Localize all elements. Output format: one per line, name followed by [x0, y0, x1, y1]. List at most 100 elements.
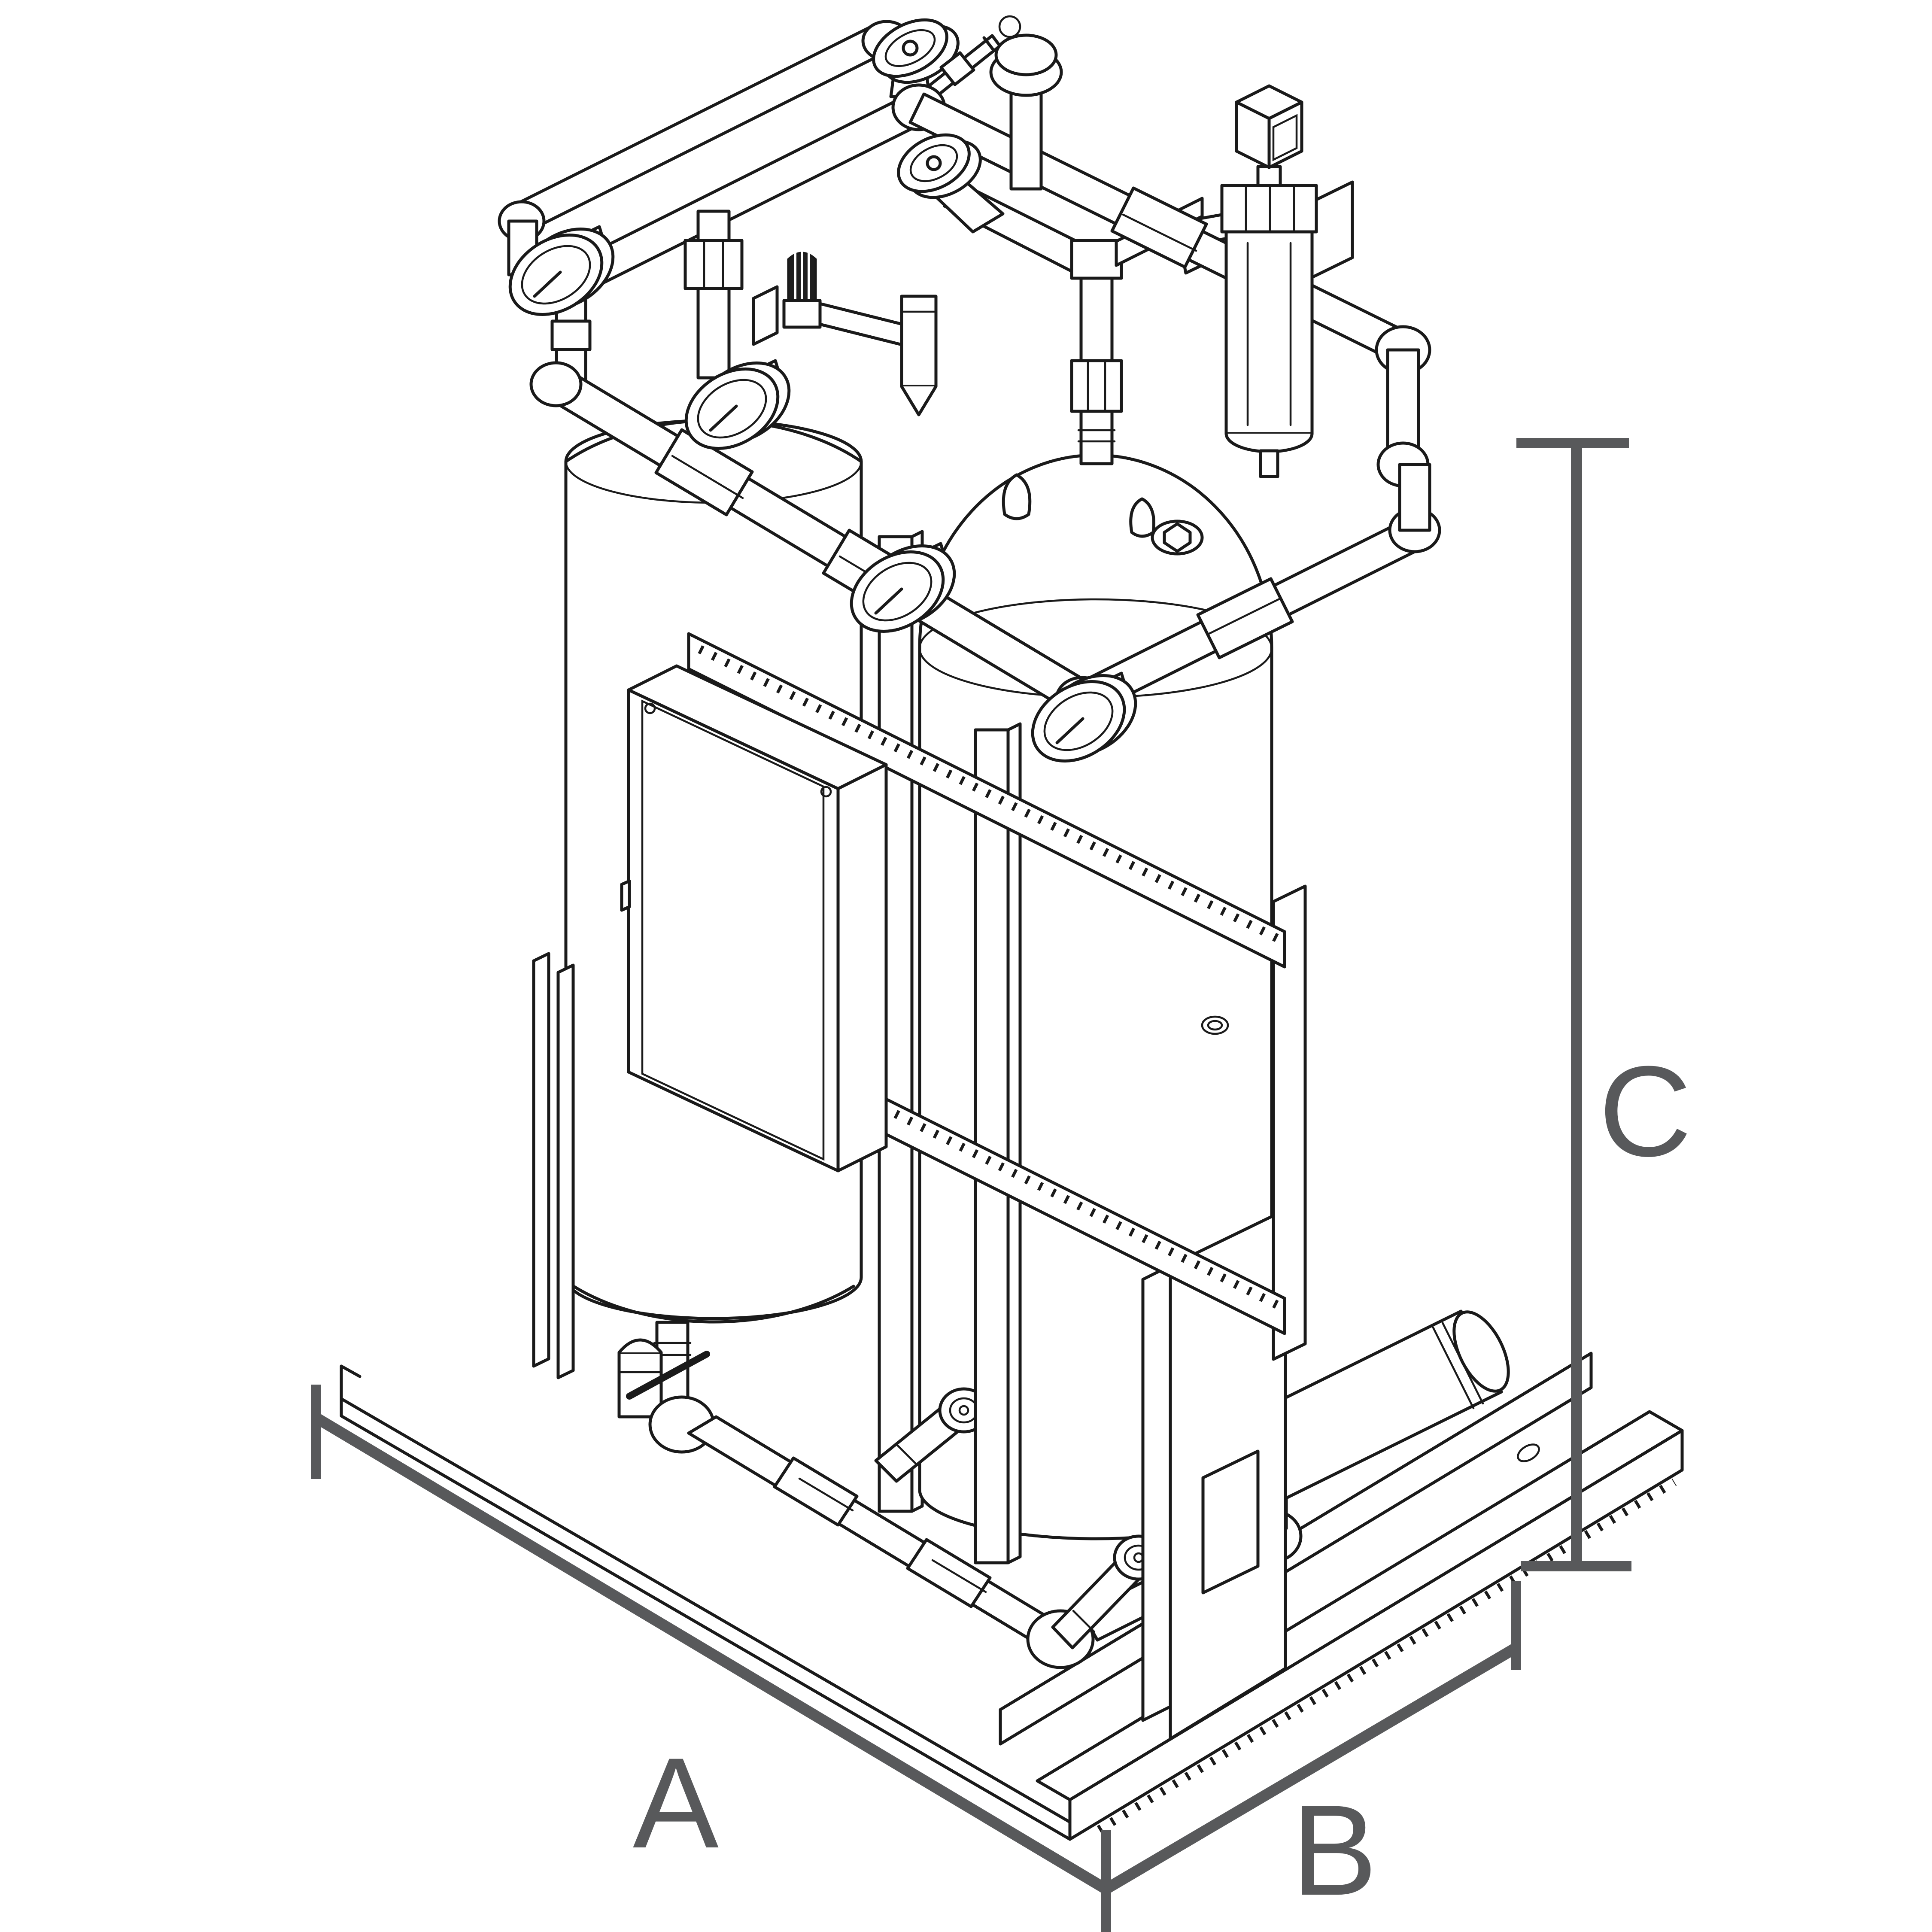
drawing-line — [521, 245, 591, 305]
frame-channel-right — [1272, 884, 1307, 1361]
drawing-line — [798, 1477, 854, 1512]
gauge-needle — [874, 587, 903, 615]
door-screw — [644, 702, 656, 714]
union-nut — [1110, 186, 1208, 269]
union-nut — [1196, 577, 1294, 659]
drawing-line — [902, 39, 919, 57]
filter-bracket — [1310, 180, 1354, 279]
drawing-line — [1141, 1264, 1172, 1722]
pressure-gauge — [850, 542, 956, 633]
filter-bowl — [900, 295, 938, 388]
control-box-side — [836, 763, 888, 1173]
drawing-line — [1072, 1610, 1095, 1633]
drawing-line — [884, 29, 936, 67]
drawing-line — [671, 455, 744, 499]
filter-body — [1224, 230, 1314, 435]
rail-vertical-flange — [1068, 1429, 1684, 1841]
union-nut — [550, 319, 592, 351]
union-nut — [906, 1538, 992, 1608]
shell-port — [1201, 1015, 1229, 1035]
union-nut — [654, 428, 754, 516]
dimension-b-line — [1103, 1643, 1519, 1894]
drawing-line — [1122, 213, 1197, 252]
dimension-c-label: C — [1599, 1039, 1692, 1183]
left-tower-leg — [532, 952, 550, 1368]
handwheel-valve — [872, 18, 960, 98]
drawing-line — [1272, 114, 1298, 161]
drawing-line — [939, 51, 975, 86]
frame-post-front — [974, 722, 1022, 1564]
door-screw — [820, 786, 832, 798]
left-tower-leg — [556, 963, 575, 1379]
valve-lever — [626, 1351, 710, 1400]
drawing-line — [994, 33, 1058, 76]
drawing-line — [641, 699, 825, 1161]
door-hinge — [620, 879, 631, 912]
control-box-door — [627, 688, 840, 1173]
elbow — [529, 361, 583, 407]
leg-window — [1201, 1449, 1260, 1595]
dimension-b-label: B — [1291, 1778, 1377, 1922]
drawing-line — [1432, 1326, 1475, 1410]
union-nut — [683, 239, 744, 290]
dimension-a-label: A — [633, 1731, 720, 1875]
dimension-annotations: A B C — [311, 438, 1692, 1932]
exhaust-muffler — [1230, 1309, 1510, 1507]
drawing-line — [782, 299, 822, 329]
pressure-gauges — [508, 225, 1137, 762]
flanged-elbow — [989, 33, 1063, 191]
vent-pull-ring — [998, 15, 1021, 38]
gauge-needle — [1055, 717, 1084, 744]
pressure-gauge — [1031, 671, 1137, 762]
drawing-line — [1207, 1020, 1223, 1031]
dimension-a: A — [311, 1385, 1111, 1932]
filter-drain — [1259, 449, 1279, 478]
drawing-line — [1386, 348, 1420, 458]
gauge-needle — [709, 404, 738, 432]
drawing-line — [1267, 100, 1303, 169]
drawing-line — [687, 632, 1286, 969]
filter-housing — [1220, 84, 1354, 478]
union-nut — [1070, 359, 1123, 413]
regulator-unit — [752, 251, 938, 416]
drawing-line — [618, 1338, 662, 1354]
drawing-line — [1097, 1478, 1677, 1834]
drawing-line — [1043, 691, 1114, 751]
drawing-line — [931, 1559, 987, 1593]
dimension-b: B — [1103, 1581, 1521, 1922]
lifting-lug — [1129, 497, 1156, 538]
rail-mounting-hole — [1517, 1443, 1540, 1462]
gauge-needle — [533, 270, 562, 298]
drain-valve-actuator — [617, 1338, 710, 1419]
drawing-line — [982, 36, 994, 51]
top-manifold — [498, 15, 1441, 724]
drawing-line — [862, 562, 933, 622]
control-box — [620, 664, 888, 1173]
dimension-a-line — [313, 1413, 1109, 1894]
union-nut — [773, 1456, 859, 1527]
drawing-line — [909, 144, 958, 182]
drawing-line — [1224, 433, 1314, 453]
dimension-c: C — [1516, 438, 1692, 1571]
drawing-line — [958, 1405, 969, 1416]
tower-feed-pipe — [696, 210, 731, 380]
drawing-line — [816, 301, 905, 347]
left-tower-dish — [572, 1285, 855, 1324]
drawing-line — [1006, 722, 1022, 1564]
drawing-line — [698, 1012, 1282, 1310]
pressure-gauge — [684, 359, 791, 450]
tee-fitting — [1070, 239, 1123, 280]
pressure-gauge — [508, 225, 615, 316]
handwheel-valve — [897, 133, 1005, 234]
drawing-line — [900, 386, 937, 416]
drawing-line — [895, 1443, 918, 1466]
dome-plug-hex — [1163, 522, 1192, 553]
lifting-lug — [1002, 473, 1032, 520]
drawing-line — [1206, 597, 1282, 636]
drawing-line — [697, 379, 767, 439]
drawing-line — [1256, 165, 1282, 187]
mounting-bracket — [752, 285, 779, 346]
drawing-line — [1398, 463, 1431, 532]
